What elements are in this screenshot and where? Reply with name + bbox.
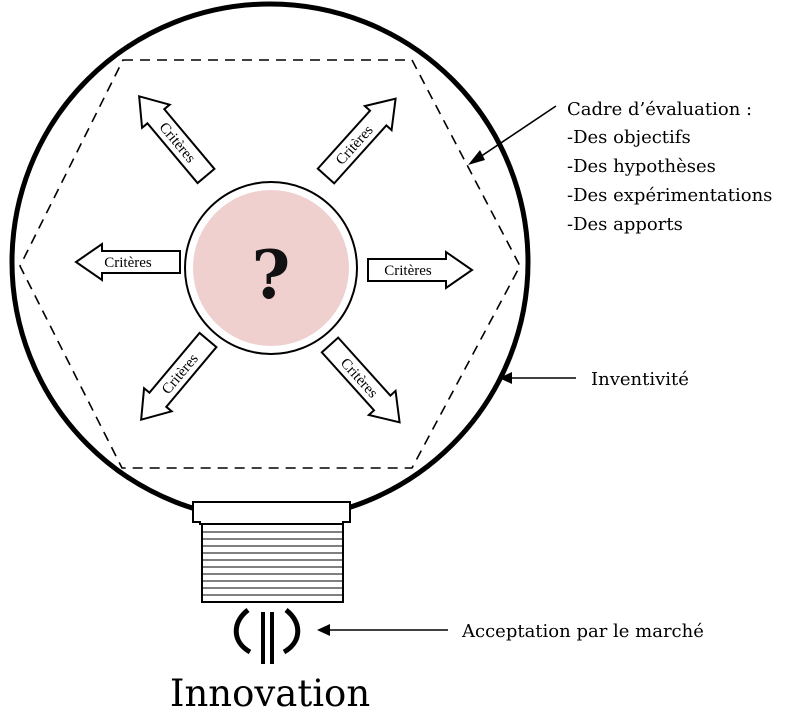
evaluation-item: -Des hypothèses: [567, 156, 716, 177]
evaluation-item: -Des apports: [567, 214, 683, 235]
evaluation-frame-heading: Cadre d’évaluation :: [567, 99, 752, 120]
evaluation-item: -Des expérimentations: [567, 185, 772, 206]
center-disc: [193, 190, 349, 346]
pointer-evaluation: [468, 105, 557, 165]
criteria-arrow-left: Critères: [75, 243, 181, 281]
evaluation-item: -Des objectifs: [567, 127, 691, 148]
dashed-hexagon: [19, 59, 521, 469]
criteria-label: Critères: [104, 255, 152, 271]
criteria-label: Critères: [384, 263, 432, 279]
pointer-inventiveness: [499, 372, 576, 384]
question-mark: ?: [252, 236, 291, 314]
market-acceptance-label: Acceptation par le marché: [461, 621, 704, 642]
psi-symbol: [233, 608, 301, 664]
pointer-market: [317, 624, 448, 636]
inventiveness-label: Inventivité: [591, 369, 689, 390]
bulb-socket: [192, 501, 351, 603]
innovation-title: Innovation: [170, 672, 370, 714]
criteria-arrow-right: Critères: [367, 251, 473, 289]
